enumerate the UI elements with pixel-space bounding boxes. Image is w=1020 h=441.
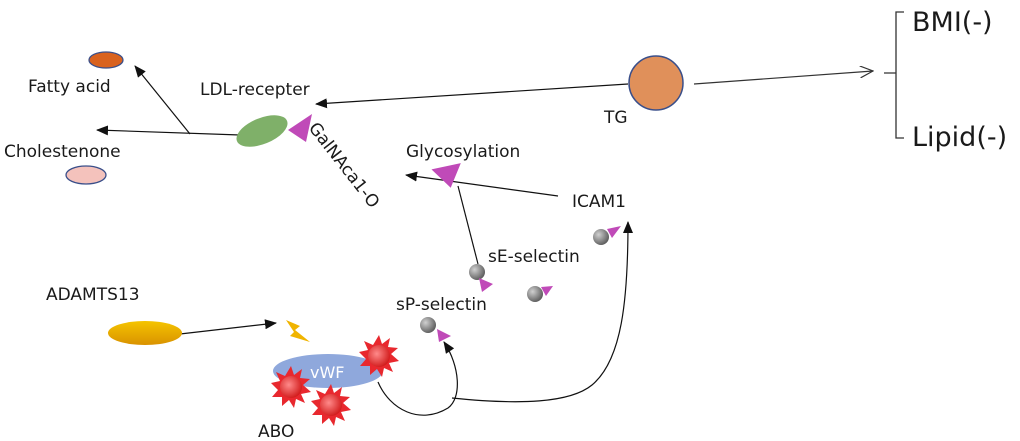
arrow-icam1-to-glycosylation — [405, 171, 559, 197]
adamts13-label: ADAMTS13 — [46, 285, 140, 305]
icam1-label: ICAM1 — [572, 192, 626, 212]
glycosylation-triangle-icon — [431, 163, 461, 188]
line-selectin-to-glycosylation — [457, 185, 479, 265]
ldl-receptor-shape — [236, 115, 288, 147]
sp-selectin-triangle-icon — [437, 329, 451, 342]
adamts13-shape — [108, 321, 182, 345]
se-selectin-triangle-1-icon — [479, 278, 493, 292]
se-selectin-triangle-2-icon — [541, 286, 553, 296]
arrow-tg-to-ldl — [315, 83, 629, 109]
tg-shape — [628, 55, 684, 111]
se-selectin-label: sE-selectin — [488, 247, 580, 267]
bracket — [884, 11, 904, 139]
glycosylation-label: Glycosylation — [406, 142, 520, 162]
arrow-vwf-to-sp-selectin — [377, 341, 458, 416]
galnac-triangle-icon — [288, 114, 312, 142]
sp-selectin-label: sP-selectin — [396, 295, 487, 315]
abo-particle-3 — [311, 384, 351, 426]
arrow-tg-to-bracket — [693, 71, 873, 85]
galnac-label: GalNAca1-O — [304, 119, 383, 212]
sp-selectin-ball — [420, 317, 436, 333]
bmi-label: BMI(-) — [912, 7, 993, 38]
tg-label: TG — [603, 108, 628, 128]
lipid-label: Lipid(-) — [912, 122, 1007, 153]
abo-particle-2 — [271, 366, 311, 408]
cholestenone-shape — [65, 165, 107, 185]
abo-particle-1 — [359, 335, 399, 377]
se-selectin-ball-2 — [527, 286, 543, 302]
arrow-to-fatty-acid — [134, 65, 191, 135]
abo-label: ABO — [258, 422, 294, 441]
fatty-acid-label: Fatty acid — [28, 77, 111, 97]
fatty-acid-shape — [88, 51, 124, 69]
lightning-icon — [286, 320, 310, 342]
vwf-label: vWF — [310, 363, 345, 382]
arrow-adamts13-to-vwf — [179, 319, 277, 335]
se-selectin-ball-1 — [469, 264, 485, 280]
ldl-receptor-label: LDL-recepter — [200, 80, 310, 100]
icam1-ball — [593, 229, 609, 245]
icam1-triangle-icon — [607, 226, 621, 238]
cholestenone-label: Cholestenone — [4, 142, 121, 162]
arrow-ldl-to-cholestenone — [96, 125, 241, 136]
arrow-vwf-to-icam1 — [451, 221, 633, 403]
